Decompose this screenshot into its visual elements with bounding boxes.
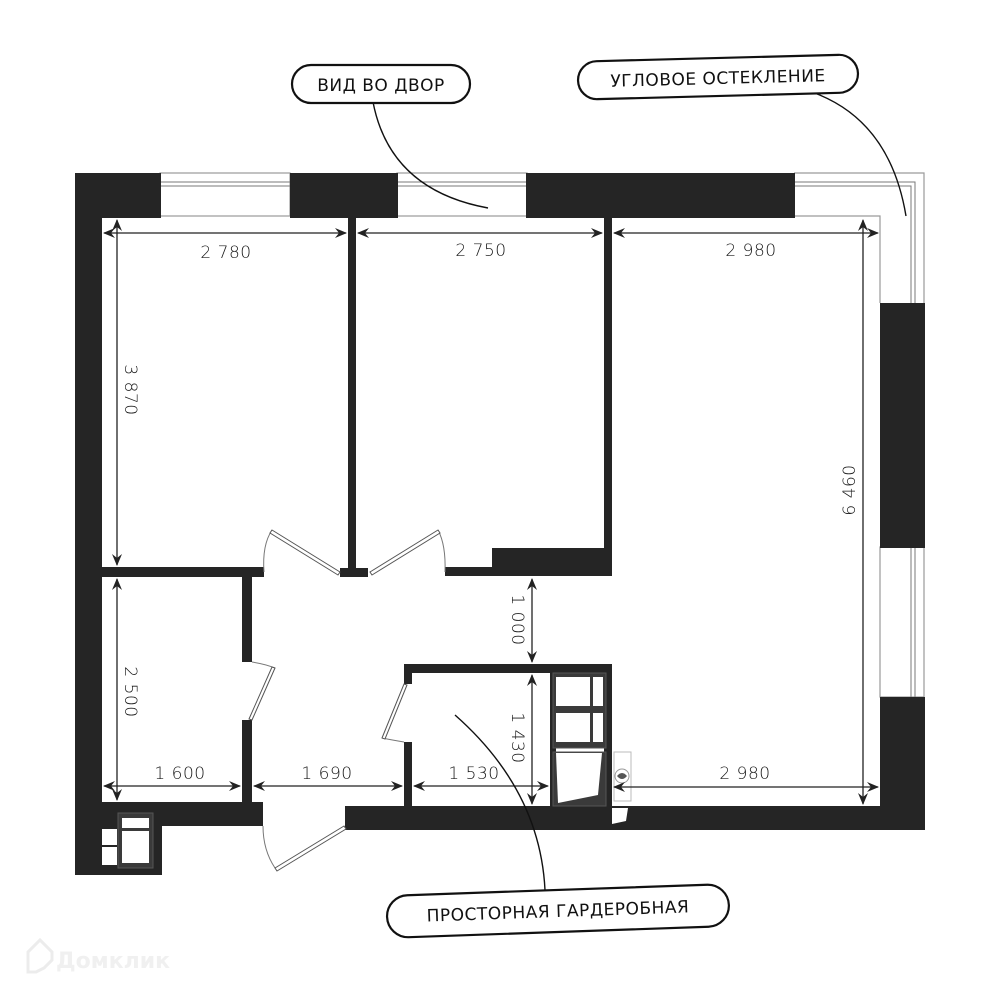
boiler-fixture bbox=[612, 751, 632, 824]
callout-spacious-wardrobe: ПРОСТОРНАЯ ГАРДЕРОБНАЯ bbox=[385, 883, 730, 939]
callout-courtyard-view-text: ВИД ВО ДВОР bbox=[317, 76, 445, 96]
dim-top-right: 2 980 bbox=[725, 241, 776, 261]
window-glazing-top bbox=[159, 172, 925, 698]
watermark-text: Домклик bbox=[56, 949, 170, 974]
walls bbox=[75, 173, 925, 875]
dim-bottom-hall: 1 690 bbox=[301, 764, 352, 784]
dim-top-left: 2 780 bbox=[200, 243, 251, 263]
dimension-labels: 2 780 2 750 2 980 3 870 6 460 1 000 2 50… bbox=[120, 241, 860, 784]
doors bbox=[248, 529, 446, 872]
dim-left-upper: 3 870 bbox=[120, 364, 140, 415]
dim-bottom-bath: 1 600 bbox=[154, 764, 205, 784]
callout-courtyard-view: ВИД ВО ДВОР bbox=[290, 63, 472, 105]
utility-shaft bbox=[102, 812, 154, 869]
watermark: Домклик bbox=[26, 937, 170, 974]
dim-bottom-right: 2 980 bbox=[719, 764, 770, 784]
dim-corridor: 1 000 bbox=[507, 594, 527, 645]
dim-right-full: 6 460 bbox=[840, 464, 860, 515]
dimension-lines bbox=[103, 219, 879, 805]
dim-top-middle: 2 750 bbox=[455, 241, 506, 261]
dim-bottom-wardrobe: 1 530 bbox=[448, 764, 499, 784]
wardrobe-shelving bbox=[552, 672, 607, 807]
callout-corner-glazing: УГЛОВОЕ ОСТЕКЛЕНИЕ bbox=[576, 53, 860, 101]
house-logo-icon bbox=[26, 937, 54, 974]
dim-left-lower: 2 500 bbox=[120, 666, 140, 717]
callout-leaders bbox=[372, 91, 907, 891]
dim-wardrobe-height: 1 430 bbox=[507, 712, 527, 763]
